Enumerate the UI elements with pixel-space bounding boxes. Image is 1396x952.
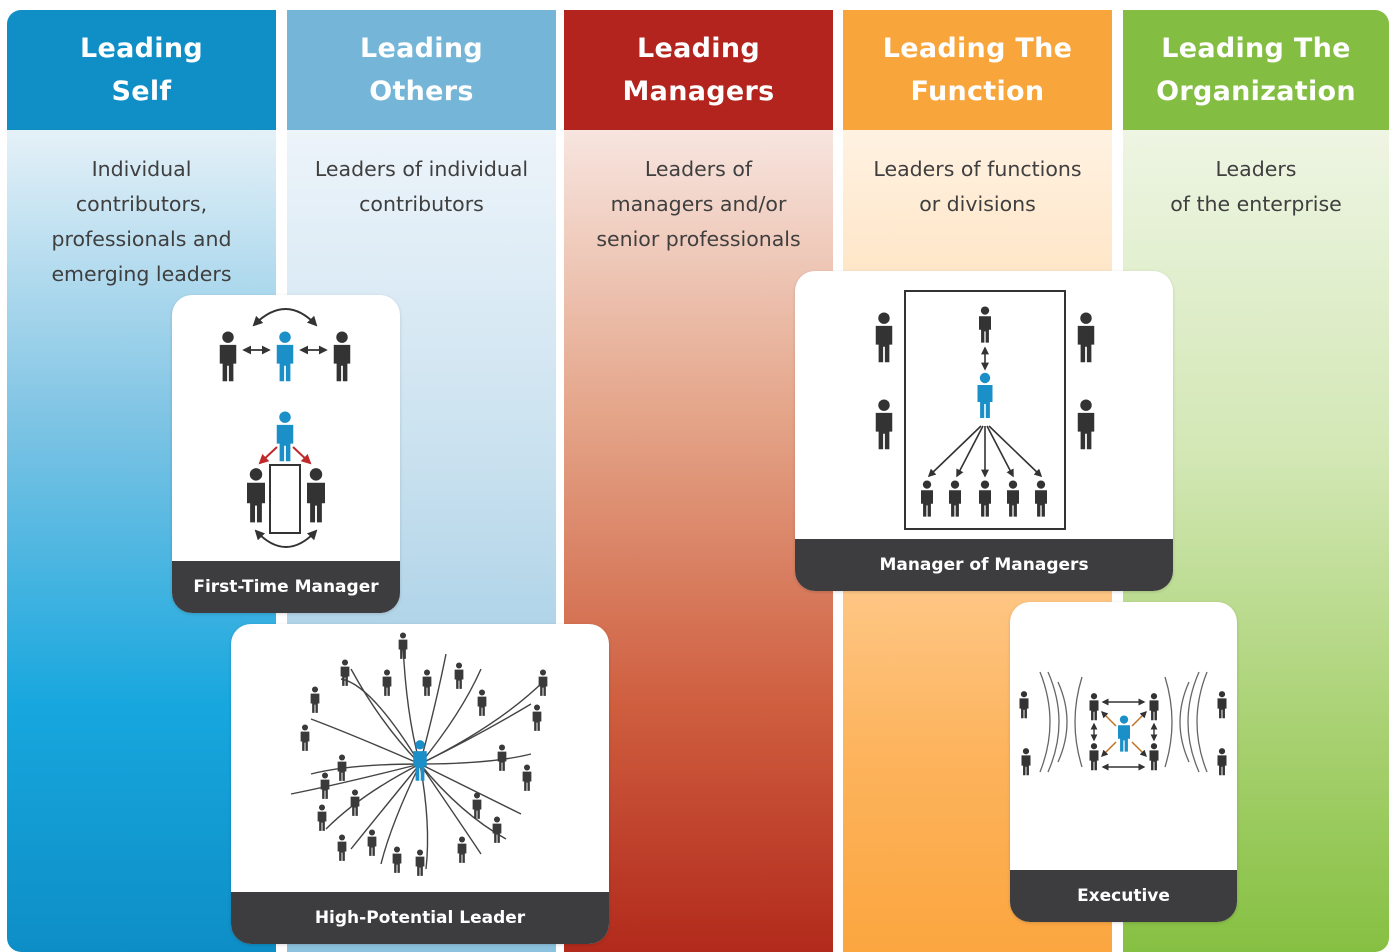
column-description: Leaders of individual contributors: [287, 130, 556, 222]
column-title-line2: Managers: [622, 76, 775, 107]
card-label: Manager of Managers: [795, 539, 1173, 591]
card-label: High-Potential Leader: [231, 892, 609, 944]
peer-transition-icon: [219, 308, 351, 548]
network-hub-icon: [290, 632, 548, 876]
card-label: First-Time Manager: [172, 561, 400, 613]
high-potential-leader-card: High-Potential Leader: [231, 624, 609, 944]
column-description: Leaders of managers and/or senior profes…: [564, 130, 833, 257]
column-title-line2: Function: [910, 76, 1045, 107]
description-line: managers and/or: [610, 192, 787, 216]
description-line: senior professionals: [596, 227, 801, 251]
column-description: Leaders of the enterprise: [1123, 130, 1389, 222]
description-line: contributors: [359, 192, 484, 216]
description-line: contributors,: [75, 192, 208, 216]
description-line: emerging leaders: [51, 262, 232, 286]
description-line: or divisions: [919, 192, 1036, 216]
manager-of-managers-card: Manager of Managers: [795, 271, 1173, 591]
column-title-line1: Leading The: [882, 33, 1073, 64]
description-line: professionals and: [51, 227, 232, 251]
first-time-manager-card: First-Time Manager: [172, 295, 400, 613]
column-title-line1: Leading: [80, 33, 203, 64]
description-line: Leaders of individual: [314, 157, 529, 181]
description-line: Individual: [91, 157, 192, 181]
executive-card: Executive: [1010, 602, 1237, 922]
description-line: Leaders: [1215, 157, 1297, 181]
description-line: Leaders of functions: [873, 157, 1082, 181]
column-title-line1: Leading The: [1161, 33, 1351, 64]
enterprise-influence-icon: [1019, 671, 1227, 776]
column-description: Leaders of functions or divisions: [843, 130, 1112, 222]
column-title-line2: Self: [111, 76, 172, 107]
column-description: Individual contributors, professionals a…: [7, 130, 276, 292]
card-label: Executive: [1010, 870, 1237, 922]
column-title-line2: Others: [369, 76, 474, 107]
description-line: of the enterprise: [1170, 192, 1342, 216]
column-title-line2: Organization: [1156, 76, 1356, 107]
column-title-line1: Leading: [637, 33, 760, 64]
column-title-line1: Leading: [360, 33, 483, 64]
org-hierarchy-icon: [875, 290, 1095, 530]
description-line: Leaders of: [644, 157, 753, 181]
